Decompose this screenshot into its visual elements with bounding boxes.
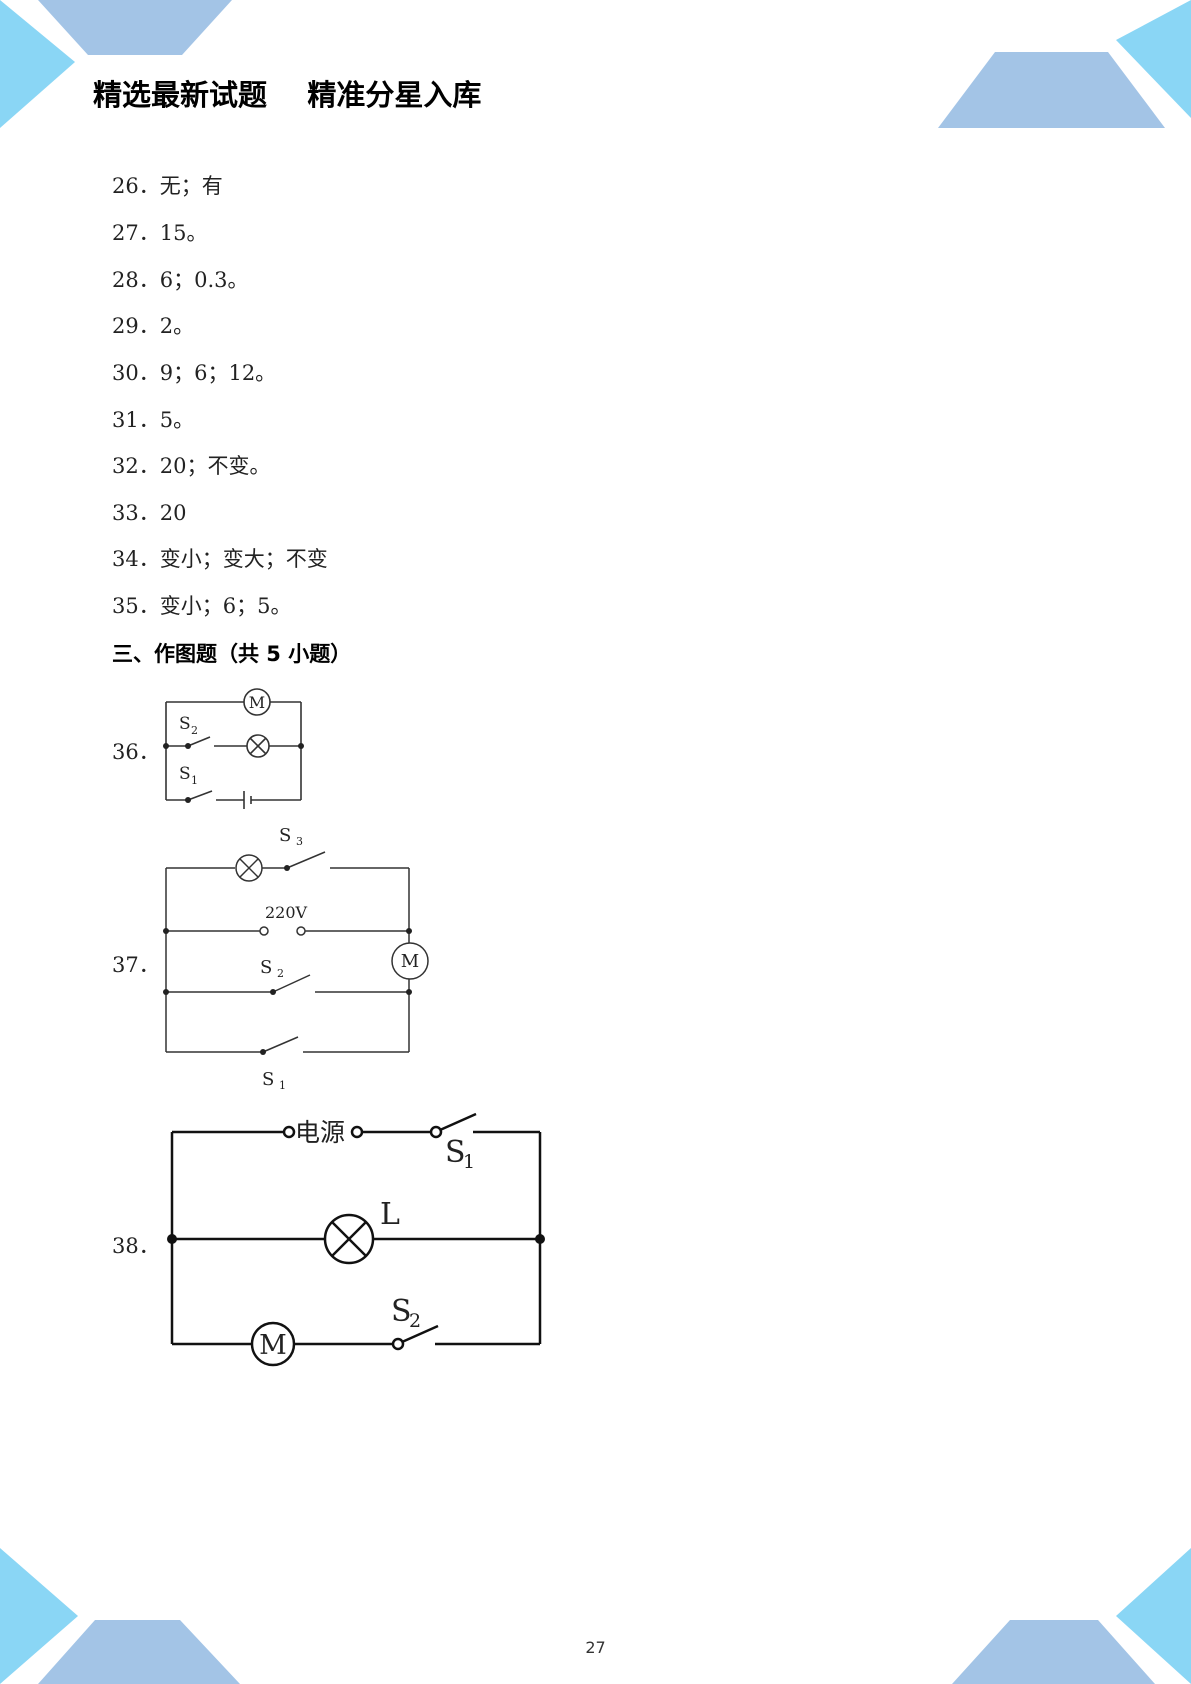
answer-number: 27． bbox=[112, 221, 160, 245]
answer-32: 32．20；不变。 bbox=[112, 453, 270, 479]
lamp-label: L bbox=[380, 1197, 400, 1232]
answer-number: 29． bbox=[112, 314, 160, 338]
answer-text: 无；有 bbox=[159, 174, 223, 198]
circuit-diagram-37: S 3 220V M S 2 S 1 bbox=[163, 825, 429, 1092]
corner-decor-top-left-triangle bbox=[0, 0, 75, 128]
circuit-diagram-36: M S 2 S 1 bbox=[163, 688, 304, 809]
answer-text: 变小；6；5。 bbox=[159, 594, 292, 618]
answer-28: 28．6；0.3。 bbox=[112, 267, 249, 293]
section-heading: 三、作图题（共 5 小题） bbox=[112, 642, 352, 666]
switch-s1-label: S bbox=[179, 764, 191, 784]
switch-s2-label: S bbox=[260, 957, 272, 978]
switch-s2-subscript: 2 bbox=[409, 1310, 421, 1332]
switch-s2-label: S bbox=[179, 714, 191, 734]
answer-number: 35． bbox=[112, 594, 160, 618]
answer-text: 20；不变。 bbox=[159, 454, 271, 478]
answer-text: 变小；变大；不变 bbox=[159, 547, 328, 571]
switch-s1-label: S bbox=[445, 1135, 466, 1170]
switch-s2-subscript: 2 bbox=[277, 967, 284, 980]
answer-text: 5。 bbox=[159, 408, 195, 432]
power-source-label: 电源 bbox=[295, 1118, 345, 1147]
answer-text: 6；0.3。 bbox=[159, 268, 249, 292]
motor-symbol bbox=[391, 942, 429, 980]
header-title: 精选最新试题 精准分星入库 bbox=[93, 78, 482, 112]
corner-decor-top-right-trapezoid bbox=[938, 52, 1165, 128]
switch-s3-subscript: 3 bbox=[296, 835, 303, 848]
switch-s2-subscript: 2 bbox=[191, 724, 198, 737]
answer-35: 35．变小；6；5。 bbox=[112, 593, 291, 619]
switch-s1-subscript: 1 bbox=[279, 1079, 286, 1092]
motor-label: M bbox=[259, 1330, 287, 1361]
answer-number: 26． bbox=[112, 174, 160, 198]
switch-s1-subscript: 1 bbox=[191, 774, 198, 787]
motor-label: M bbox=[401, 951, 419, 972]
answer-text: 20 bbox=[159, 501, 187, 525]
answer-text: 2。 bbox=[159, 314, 195, 338]
switch-s3-label: S bbox=[279, 825, 291, 846]
answer-text: 9；6；12。 bbox=[159, 361, 277, 385]
answer-33: 33．20 bbox=[112, 500, 186, 526]
answer-number: 28． bbox=[112, 268, 160, 292]
answer-text: 15。 bbox=[159, 221, 208, 245]
corner-decor-top-right-triangle bbox=[1116, 0, 1191, 118]
answer-number: 31． bbox=[112, 408, 160, 432]
switch-s1-subscript: 1 bbox=[463, 1151, 475, 1173]
figure-37-number: 37． bbox=[112, 953, 160, 977]
corner-decor-bottom-left-triangle bbox=[0, 1548, 78, 1684]
corner-decor-top-left-trapezoid bbox=[38, 0, 232, 55]
corner-decor-bottom-right-triangle bbox=[1116, 1548, 1191, 1684]
motor-symbol bbox=[243, 688, 271, 716]
figure-38-number: 38． bbox=[112, 1234, 160, 1258]
answer-30: 30．9；6；12。 bbox=[112, 360, 276, 386]
voltage-label: 220V bbox=[265, 903, 308, 922]
motor-label: M bbox=[249, 693, 265, 712]
figure-36-number: 36． bbox=[112, 740, 160, 764]
answer-number: 32． bbox=[112, 454, 160, 478]
answer-number: 34． bbox=[112, 547, 160, 571]
answer-29: 29．2。 bbox=[112, 313, 194, 339]
answer-34: 34．变小；变大；不变 bbox=[112, 546, 328, 572]
answer-26: 26．无；有 bbox=[112, 173, 223, 199]
answer-27: 27．15。 bbox=[112, 220, 207, 246]
circuit-diagram-38: 电源 S 1 L M S 2 bbox=[167, 1112, 545, 1367]
switch-s2-label: S bbox=[391, 1294, 412, 1329]
answer-number: 33． bbox=[112, 501, 160, 525]
answer-number: 30． bbox=[112, 361, 160, 385]
answer-31: 31．5。 bbox=[112, 407, 194, 433]
page-number: 27 bbox=[585, 1638, 606, 1657]
switch-s1-label: S bbox=[262, 1069, 274, 1090]
